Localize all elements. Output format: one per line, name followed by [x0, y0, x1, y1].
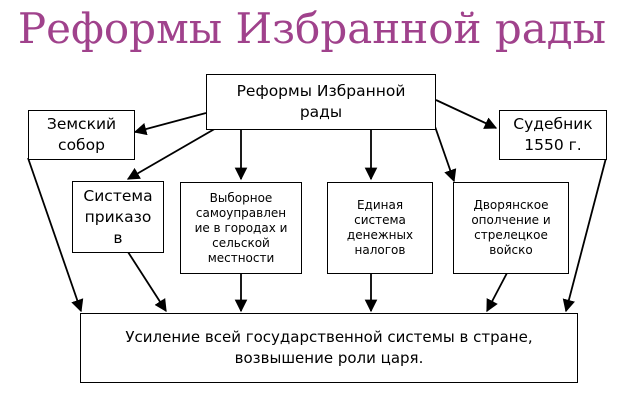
node-self-government: Выборное самоуправлен ие в городах и сел… [180, 182, 302, 274]
node-tax-system: Единая система денежных налогов [327, 182, 433, 274]
arrow-center-to-sudebnik [435, 99, 498, 129]
arrow-center-to-prikaz [126, 126, 219, 180]
node-sudebnik: Судебник 1550 г. [499, 110, 607, 160]
arrow-army-to-result [486, 272, 508, 313]
node-center: Реформы Избранной рады [206, 74, 436, 130]
arrow-center-to-zemsky [133, 112, 207, 136]
node-army: Дворянское ополчение и стрелецкое войско [453, 182, 569, 274]
node-prikaz-system: Система приказо в [72, 181, 164, 253]
page-title: Реформы Избранной рады [17, 4, 607, 53]
arrow-zemsky-to-result [27, 157, 84, 313]
node-result: Усиление всей государственной системы в … [80, 313, 578, 383]
arrow-sudebnik-to-result [562, 157, 607, 313]
node-zemsky-sobor: Земский собор [28, 110, 135, 160]
arrow-prikaz-to-result [127, 251, 167, 313]
